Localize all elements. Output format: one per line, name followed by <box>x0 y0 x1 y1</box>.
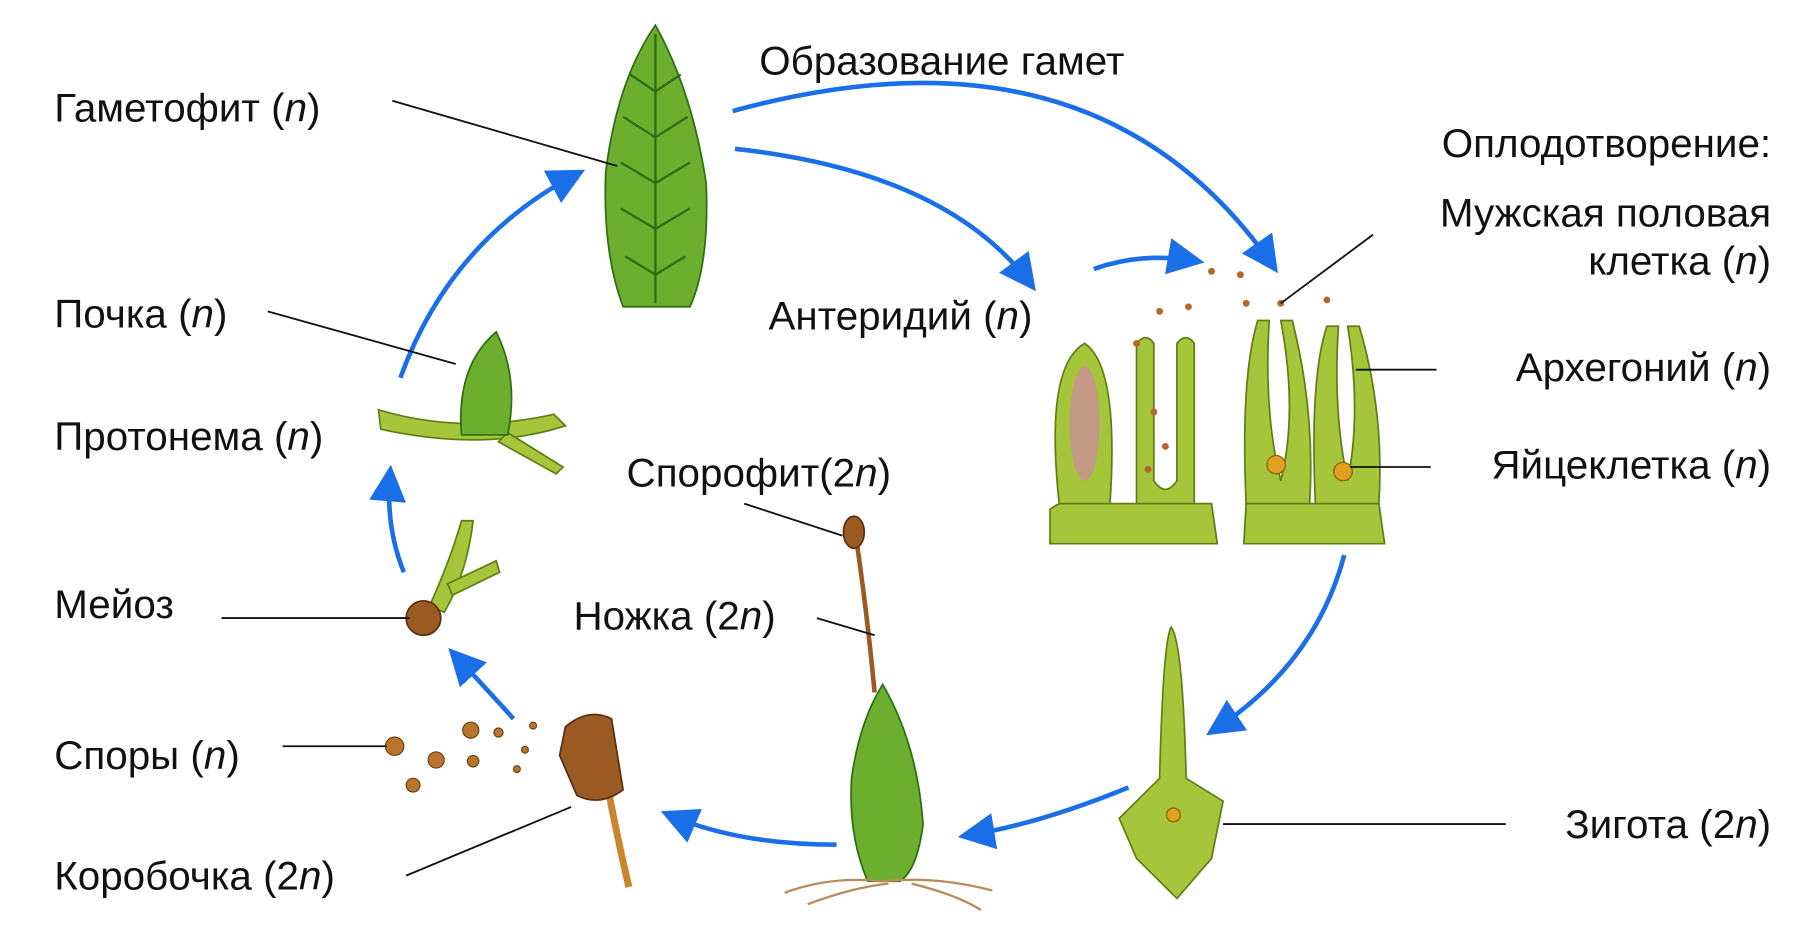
label-fertilization: Оплодотворение: <box>1442 121 1771 166</box>
label-male-cell-line2: клетка (n) <box>1588 239 1771 284</box>
arrow-sperm-release <box>1093 238 1205 275</box>
arrow-meiosis-to-protonema <box>369 464 406 574</box>
label-capsule: Коробочка (2n) <box>54 853 335 898</box>
cycle-arrows <box>369 80 1347 850</box>
capsule-illustration <box>558 713 633 888</box>
label-sporophyte: Спорофит(2n) <box>627 451 892 496</box>
arrow-protonema-to-gametophyte <box>398 169 586 379</box>
label-gametophyte: Гаметофит (n) <box>54 85 320 130</box>
arrow-gametophyte-to-antheridium <box>734 146 1036 292</box>
arrow-archegonium-to-zygote <box>1206 554 1347 736</box>
gametophyte-illustration <box>604 23 708 308</box>
sporophyte-illustration <box>784 515 993 911</box>
label-male-cell-line1: Мужская половая <box>1440 191 1771 236</box>
label-spores: Споры (n) <box>54 733 240 778</box>
arrow-zygote-to-sporophyte <box>957 785 1130 850</box>
label-protonema: Протонема (n) <box>54 414 323 459</box>
archegonium-illustration <box>1242 319 1386 545</box>
label-bud: Почка (n) <box>54 291 227 336</box>
label-egg-cell: Яйцеклетка (n) <box>1491 443 1771 488</box>
leader-lines <box>221 99 1506 877</box>
label-meiosis: Мейоз <box>54 582 174 627</box>
spores <box>384 721 538 793</box>
antheridium-illustration <box>1049 336 1219 545</box>
label-zygote: Зигота (2n) <box>1565 802 1771 847</box>
arrow-spores-to-meiosis <box>448 647 516 721</box>
label-antheridium: Антеридий (n) <box>768 294 1032 339</box>
arrow-gametophyte-to-archegonium <box>732 80 1278 274</box>
germinating-spore-illustration <box>405 519 501 637</box>
title-gamete-formation: Образование гамет <box>759 39 1124 84</box>
arrow-sporophyte-to-capsule <box>660 809 837 847</box>
egg-cell <box>1266 454 1286 475</box>
zygote-illustration <box>1118 625 1225 900</box>
protonema-illustration <box>377 330 567 475</box>
label-seta: Ножка (2n) <box>573 594 775 639</box>
label-archegonium: Архегоний (n) <box>1516 345 1771 390</box>
